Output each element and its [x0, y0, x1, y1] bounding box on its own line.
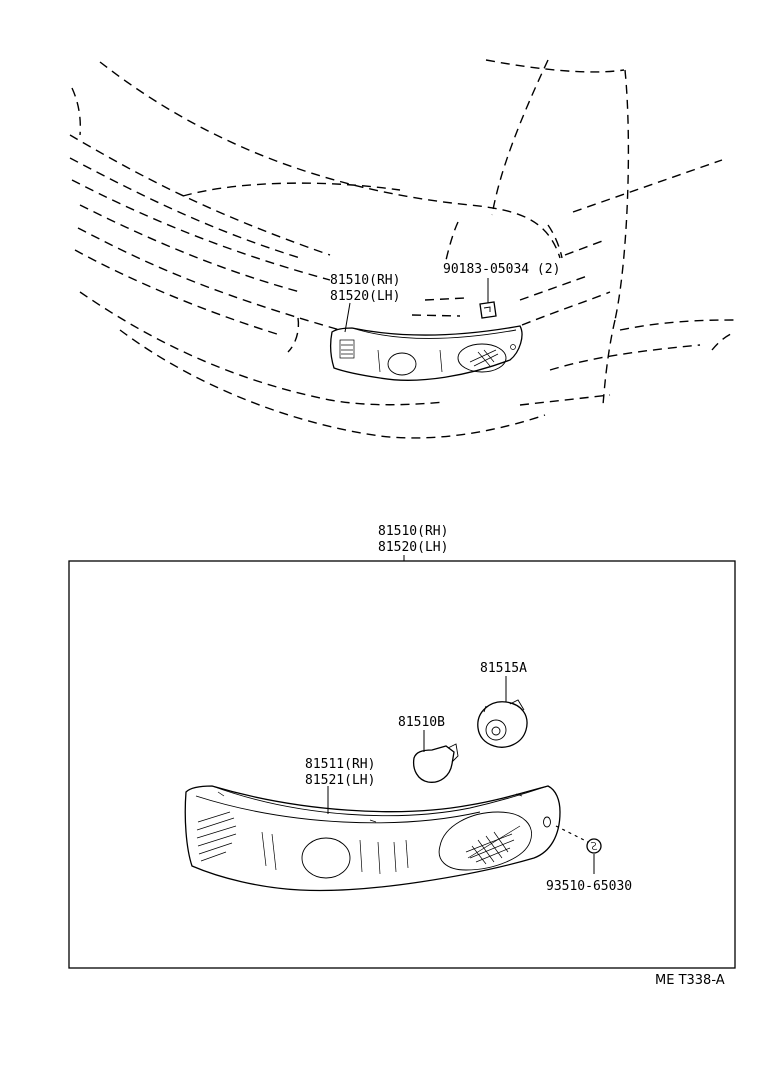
- lens-label-lh: 81521(LH): [305, 773, 375, 788]
- bulb-icon: [412, 743, 459, 783]
- nut-icon: [586, 838, 602, 854]
- lamp-leader-line: [344, 302, 351, 333]
- detail-frame: [68, 560, 736, 969]
- lamp-label-rh: 81510(RH): [330, 273, 400, 288]
- lens-label-rh: 81511(RH): [305, 757, 375, 772]
- reference-code: ME T338-A: [655, 973, 725, 988]
- socket-icon: [477, 699, 528, 748]
- bulb-label: 81510B: [398, 715, 445, 730]
- lamp-label-lh: 81520(LH): [330, 289, 400, 304]
- lens-icon: [184, 785, 561, 892]
- assembly-label-rh: 81510(RH): [378, 524, 448, 539]
- clip-label: 90183-05034 (2): [443, 262, 560, 277]
- assembly-label-lh: 81520(LH): [378, 540, 448, 555]
- vehicle-outline: [69, 59, 736, 439]
- lamp-installed-view: [330, 325, 523, 381]
- nut-dotted-line: [555, 825, 589, 843]
- nut-label: 93510-65030: [546, 879, 632, 894]
- clip-icon: [479, 301, 497, 319]
- socket-label: 81515A: [480, 661, 527, 676]
